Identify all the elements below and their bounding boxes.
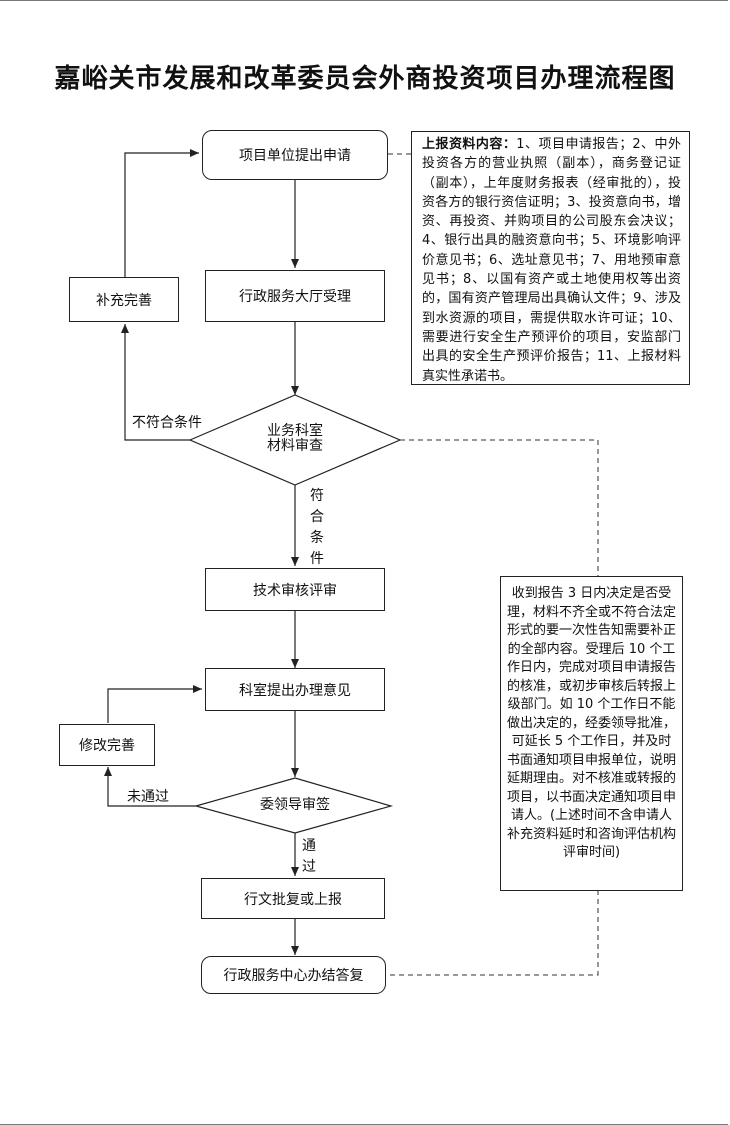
materials-note-heading: 上报资料内容： [422,137,517,152]
review-decision-label: 业务科室 材料审查 [267,423,323,454]
arrow-review-to-supplement [121,324,190,441]
label-not-passed: 未通过 [127,789,169,805]
page-title: 嘉峪关市发展和改革委员会外商投资项目办理流程图 [54,64,676,94]
arrow-leader-to-modify [104,767,196,807]
step-modify: 修改完善 [59,724,155,766]
materials-note-body: 1、项目申请报告；2、中外投资各方的营业执照（副本），商务登记证（副本），上年度… [422,137,681,384]
step-finish: 行政服务中心办结答复 [201,956,386,994]
leader-decision-diamond [193,777,394,834]
step-apply: 项目单位提出申请 [202,130,388,180]
arrow-supplement-to-apply [124,149,199,278]
label-qualified: 符合条件 [310,488,324,567]
label-not-qualified: 不符合条件 [132,415,202,431]
materials-note: 上报资料内容：1、项目申请报告；2、中外投资各方的营业执照（副本），商务登记证（… [411,131,690,385]
label-passed: 通过 [302,838,316,875]
dash-timing-to-finish [386,890,599,976]
step-accept: 行政服务大厅受理 [205,270,385,322]
arrow-modify-to-opinion [107,685,202,723]
leader-decision-label: 委领导审签 [260,797,330,813]
step-supplement: 补充完善 [69,277,179,322]
step-reply: 行文批复或上报 [201,878,385,919]
review-decision-diamond [188,394,402,486]
step-opinion: 科室提出办理意见 [205,668,385,711]
step-tech: 技术审核评审 [205,568,385,611]
dash-review-to-timing [400,439,599,578]
timing-note: 收到报告 3 日内决定是否受理，材料不齐全或不符合法定形式的要一次性告知需要补正… [500,576,683,891]
